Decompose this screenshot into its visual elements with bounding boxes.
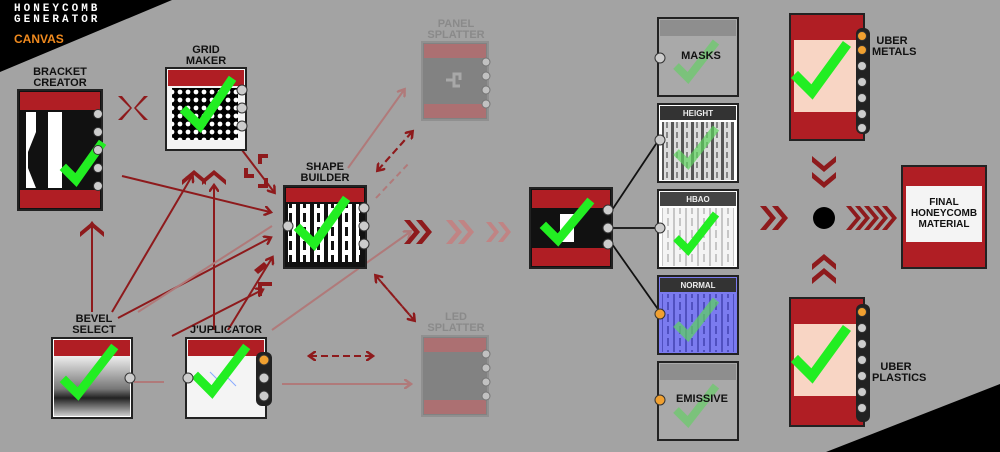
label-grid-maker: GRID MAKER xyxy=(166,45,246,67)
label-bracket-creator: BRACKET CREATOR xyxy=(20,67,100,89)
node-hbao[interactable] xyxy=(654,189,739,269)
label-led-splatter: LED SPLATTER xyxy=(414,312,498,334)
corner-brackets xyxy=(118,96,272,296)
corner-band-top xyxy=(0,0,172,72)
label-line: SELECT xyxy=(72,324,116,336)
chevrons-main xyxy=(404,220,432,244)
label-line: BEVEL xyxy=(75,313,113,325)
node-final-material[interactable] xyxy=(901,165,987,269)
label-height: HEIGHT xyxy=(682,109,714,118)
output-links xyxy=(611,137,661,313)
node-uber-metals[interactable] xyxy=(789,13,870,141)
label-masks: MASKS xyxy=(681,50,721,62)
label-line: GRID xyxy=(192,44,220,56)
node-uber-plastics[interactable] xyxy=(789,297,870,427)
label-bevel-select: BEVEL SELECT xyxy=(52,314,136,336)
label-hbao: HBAO xyxy=(686,195,710,204)
label-line: SPLATTER xyxy=(427,29,485,41)
node-shape-builder[interactable] xyxy=(282,185,370,269)
node-panel-splatter[interactable] xyxy=(421,41,491,121)
label-uber-metals: UBER METALS xyxy=(872,36,932,58)
label-line: BUILDER xyxy=(300,172,350,184)
header-title-line1: HONEYCOMB xyxy=(14,3,101,15)
label-normal: NORMAL xyxy=(680,281,716,290)
dashed-links xyxy=(310,132,414,356)
label-panel-splatter: PANEL SPLATTER xyxy=(414,19,498,41)
node-led-splatter[interactable] xyxy=(421,335,491,417)
node-grid-maker[interactable] xyxy=(165,67,248,151)
label-line: FINAL xyxy=(929,197,959,208)
label-line: UBER xyxy=(876,35,908,47)
label-line: MATERIAL xyxy=(918,219,970,230)
corner-band-bottom xyxy=(826,384,1000,452)
faded-connection-lines xyxy=(134,90,410,384)
label-uber-plastics: UBER PLASTICS xyxy=(872,362,942,384)
label-juplicator: J'UPLICATOR xyxy=(190,324,262,336)
node-bracket-creator[interactable] xyxy=(17,89,107,211)
header-title-line2: GENERATOR xyxy=(14,14,101,26)
chevrons-up xyxy=(80,170,226,237)
label-line: UBER xyxy=(880,361,912,373)
node-normal[interactable] xyxy=(654,275,739,355)
chevrons-to-hub xyxy=(760,156,897,284)
chevrons-faded xyxy=(446,220,511,244)
node-masks[interactable] xyxy=(654,17,739,97)
connection-lines xyxy=(92,149,274,337)
label-line: LED xyxy=(445,311,467,323)
label-line: PANEL xyxy=(437,18,475,30)
header-subtitle: CANVAS xyxy=(14,32,64,46)
node-emissive[interactable] xyxy=(654,361,739,441)
node-combiner[interactable] xyxy=(529,187,614,269)
label-line: BRACKET xyxy=(33,66,87,78)
node-bevel-select[interactable] xyxy=(51,337,136,419)
label-shape-builder: SHAPE BUILDER xyxy=(284,162,366,184)
label-emissive: EMISSIVE xyxy=(676,393,728,405)
hub-dot-icon xyxy=(813,207,835,229)
label-line: MAKER xyxy=(185,55,227,67)
label-line: SPLATTER xyxy=(427,322,485,334)
label-line: METALS xyxy=(872,46,917,58)
label-line: HONEYCOMB xyxy=(910,208,978,219)
label-line: SHAPE xyxy=(306,161,344,173)
node-height[interactable] xyxy=(654,103,739,183)
label-final-material: FINAL HONEYCOMB MATERIAL xyxy=(906,197,982,230)
label-line: PLASTICS xyxy=(872,372,927,384)
label-line: CREATOR xyxy=(33,77,87,89)
node-juplicator[interactable] xyxy=(182,337,272,419)
